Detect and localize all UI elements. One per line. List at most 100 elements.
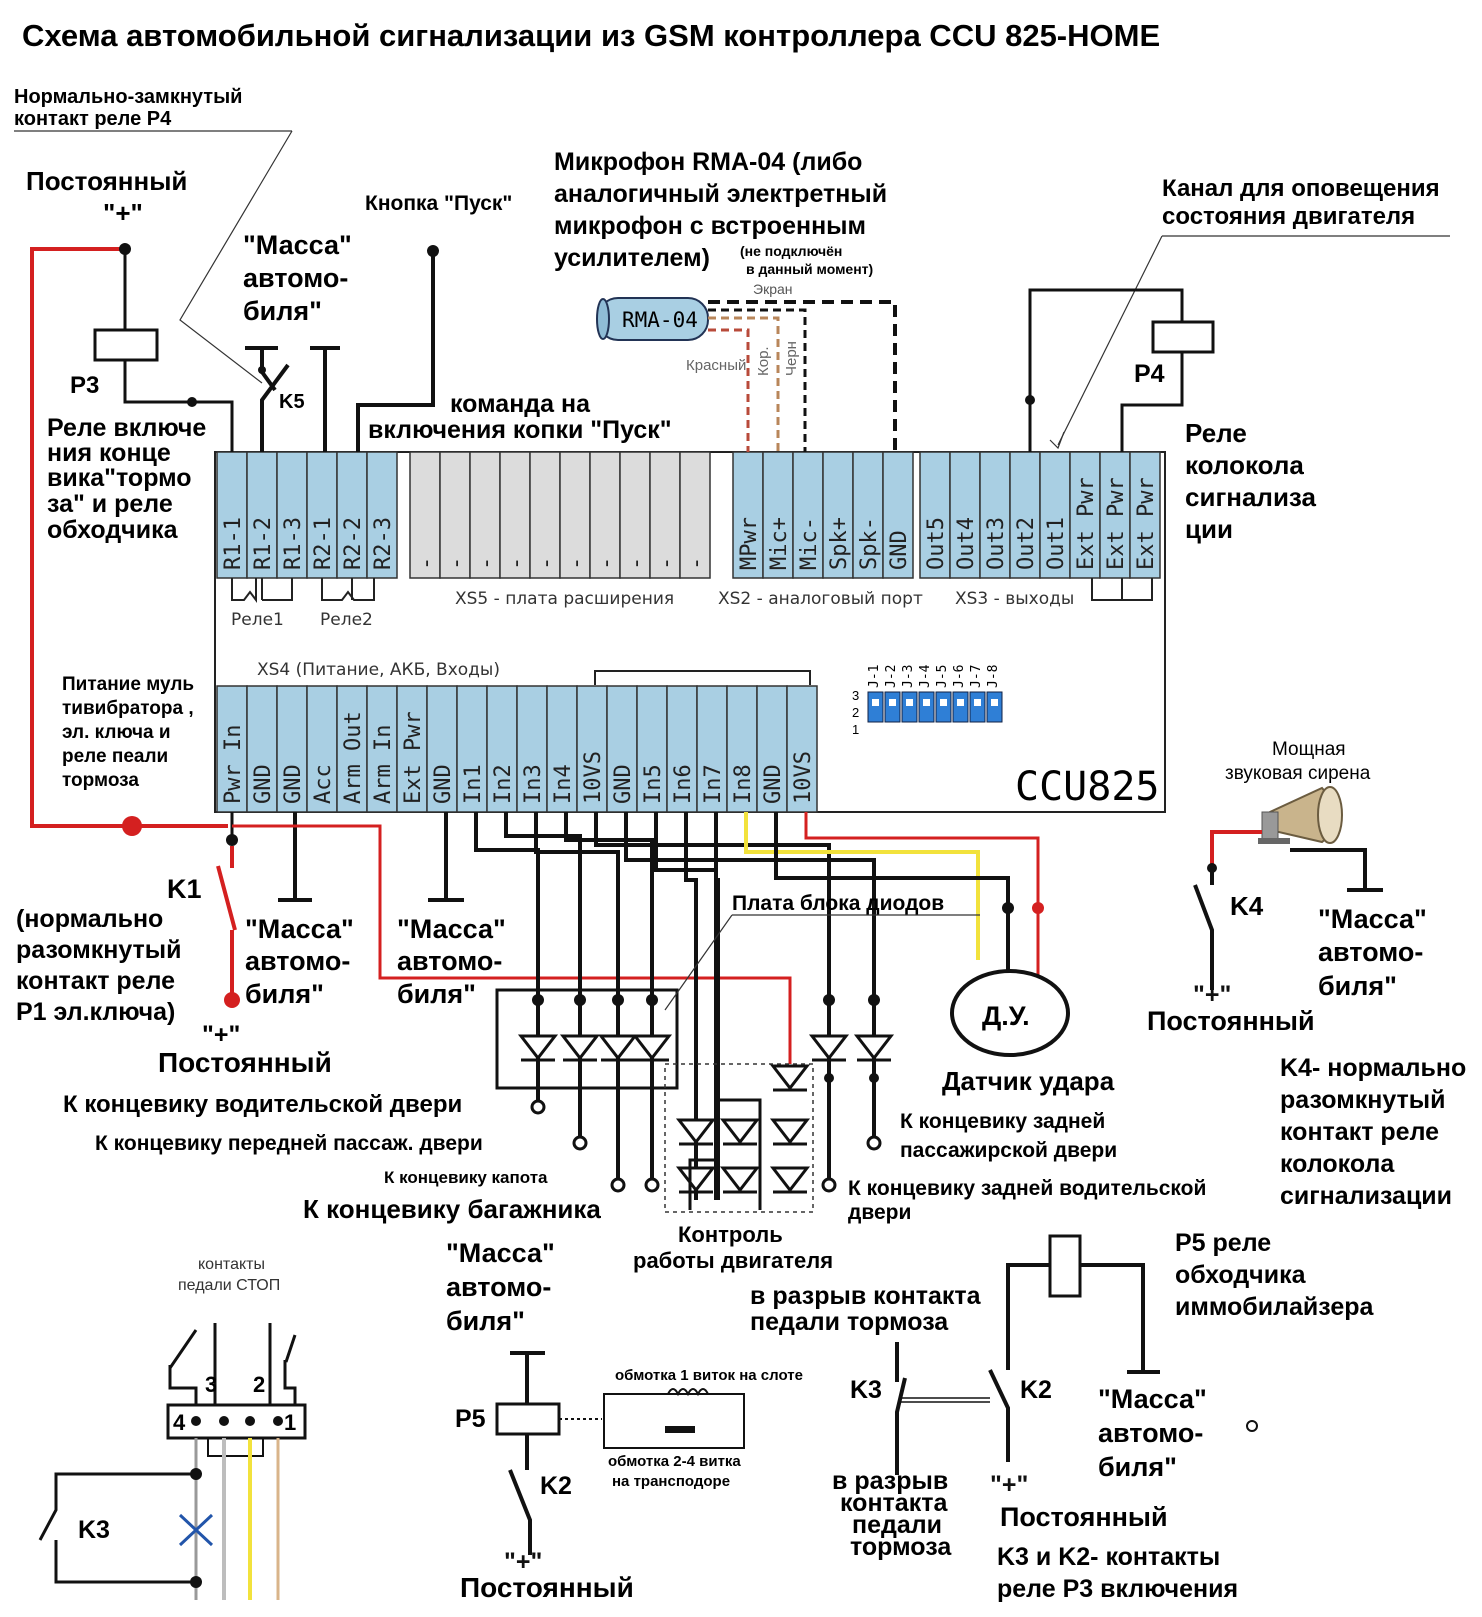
diode-icon [631,1034,673,1061]
p5-desc-l3: иммобилайзера [1175,1293,1375,1321]
relay-pin-label: R1-3 [281,517,306,570]
xs3-pin [1009,451,1041,579]
k2-left-label: K2 [540,1472,572,1500]
jumper-label: J-3 [901,665,916,688]
massa-5-l2: автомо- [1098,1418,1203,1448]
massa-k5-l3: биля" [243,296,322,326]
jumper-label: J-1 [867,665,882,688]
xs4-pin-label: Ext Pwr [401,711,426,804]
xs2-pin-label: MPwr [737,517,762,570]
stop-contacts-l2: педали СТОП [178,1277,280,1294]
diode-icon [769,1064,811,1091]
xs5-pin-label: - [564,557,589,570]
xs4-pin-label: GND [431,764,456,804]
p5-desc-l2: обходчика [1175,1261,1307,1289]
xs3-pin-label: Ext Pwr [1134,477,1159,570]
xs5-pin-label: - [684,557,709,570]
p5-label: P5 [455,1405,486,1433]
xs4-pin [786,685,818,813]
k2-label: K2 [1020,1376,1052,1404]
xs4-pin-label: In7 [701,764,726,804]
xs4-pin-label: GND [611,764,636,804]
siren-red-wire [1210,830,1262,868]
xs5-pin-label: - [654,557,679,570]
siren-l2: звуковая сирена [1225,763,1371,784]
const-plus-top-l2: "+" [103,198,143,228]
xs5-pin [649,451,681,579]
xs3-pin-label: Out5 [924,517,949,570]
jumper-switch [935,691,952,723]
massa-4-l3: биля" [446,1306,525,1336]
pointer-diode-board [664,914,733,1011]
relay-p3-desc-l5: обходчика [47,516,179,544]
xs2-pin-label: Mic+ [767,517,792,570]
xs5-pin-label: - [594,557,619,570]
diode-board [495,988,679,1090]
xs3-pin [1129,451,1161,579]
du-label: Д.У. [982,1001,1030,1031]
relay-p3-desc-l3: вика"тормо [47,464,192,492]
stop-pin-label: 4 [173,1410,186,1435]
siren-icon [1258,786,1343,844]
massa-3-l2: автомо- [1318,937,1423,967]
trunk-label: К концевику багажника [303,1194,601,1224]
jumper-switch [918,691,935,723]
xs4-pin-label: In3 [521,764,546,804]
relay-pin-label: R1-1 [221,517,246,570]
xs4-pin-label: In2 [491,764,516,804]
const-plus-top-l1: Постоянный [26,166,187,196]
jumper-switch [986,691,1003,723]
relay-pin [366,451,398,579]
relay2-bridge [321,578,375,601]
ground-gnd3 [428,812,464,902]
xs5-pin-label: - [474,557,499,570]
massa-k5-l2: автомо- [243,263,348,293]
power-desc-l3: эл. ключа и [62,722,171,743]
xs4-pin-label: Arm In [371,725,396,804]
k4-desc-l2: разомкнутый [1280,1086,1446,1114]
brake-break-bottom-l3: педали [852,1511,942,1539]
xs4-pin [696,685,728,813]
k4-plus: "+" [1193,981,1231,1009]
massa-k5-l1: "Масса" [243,230,352,260]
k4-desc-l5: сигнализации [1280,1182,1452,1210]
xs2-label: XS2 - аналоговый порт [718,589,923,609]
xs4-pin [636,685,668,813]
nc-contact-p4-l2: контакт реле P4 [14,108,172,130]
mic-note-l2: в данный момент) [746,261,873,277]
xs5-pin-label: - [534,557,559,570]
diode-icon [517,1034,559,1061]
k1-switch [216,846,237,998]
brake-break-bottom-l2: контакта [840,1489,948,1517]
start-button-label: Кнопка "Пуск" [365,192,512,215]
xs4-pin [456,685,488,813]
shock-sensor [950,969,1070,1057]
xs5-pin-label: - [414,557,439,570]
coil2-l1: обмотка 2-4 витка [608,1453,741,1470]
stop-switch-contacts [168,1323,297,1405]
xs4-pin-label: GND [251,764,276,804]
device-name: CCU825 [1015,764,1160,810]
jumper-cap [923,699,930,706]
diode-array [517,994,895,1194]
rear-driver-door-l2: двери [848,1201,911,1224]
k1-desc-l4: P1 эл.ключа) [16,998,175,1026]
coil2-l2: на трансподоре [612,1473,730,1490]
xs5-pin-label: - [624,557,649,570]
diode-icon [559,1034,601,1061]
xs5-pin [589,451,621,579]
mic-desc-l2: аналогичный электретный [554,180,887,208]
front-pass-door-label: К концевику передней пассаж. двери [95,1132,483,1155]
engine-channel-l1: Канал для оповещения [1162,175,1440,202]
rear-driver-door-l1: К концевику задней водительской [848,1177,1206,1200]
k4-label: K4 [1230,891,1264,921]
k1-constant: Постоянный [158,1047,332,1078]
mic-note-l1: (не подключён [740,243,842,259]
k4-switch [1193,868,1214,990]
mic-model: RMA-04 [622,308,698,332]
rear-pass-door-l2: пассажирской двери [900,1139,1117,1162]
